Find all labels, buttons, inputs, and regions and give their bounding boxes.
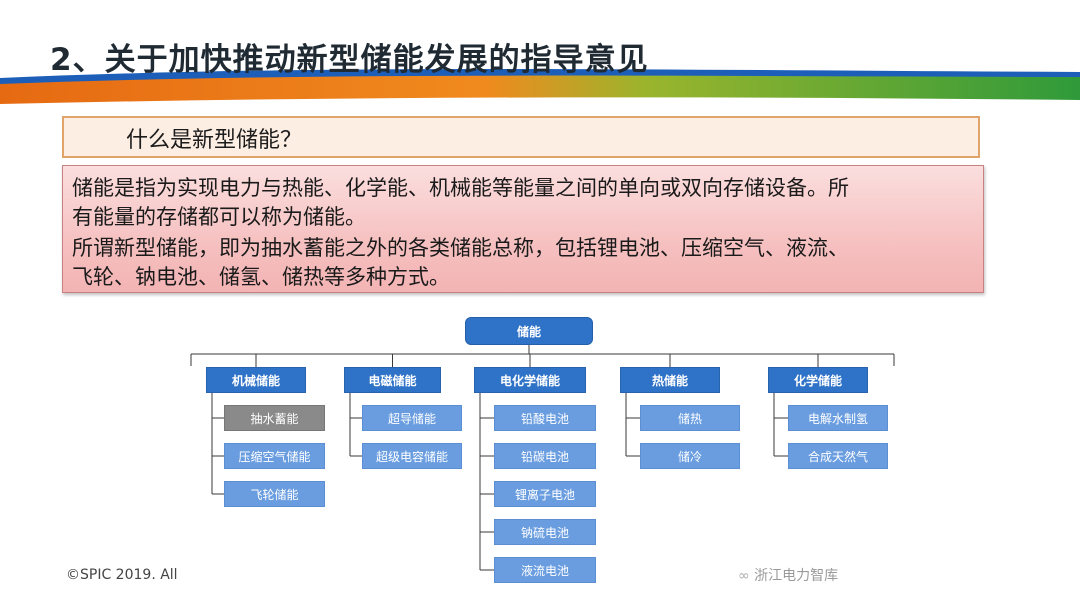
- watermark: ∞ 浙江电力智库: [738, 565, 838, 585]
- definition-line: 所谓新型储能，即为抽水蓄能之外的各类储能总称，包括锂电池、压缩空气、液流、: [72, 236, 849, 260]
- question-box: [62, 116, 980, 158]
- tree-leaf-node: 飞轮储能: [224, 481, 325, 507]
- definition-line: 储能是指为实现电力与热能、化学能、机械能等能量之间的单向或双向存储设备。所: [72, 176, 849, 200]
- tree-category-node: 电磁储能: [344, 367, 441, 393]
- definition-line: 有能量的存储都可以称为储能。: [72, 205, 366, 229]
- question-text: 什么是新型储能？: [126, 128, 303, 153]
- wechat-icon: ∞: [738, 568, 750, 584]
- copyright-footer: ©SPIC 2019. All: [66, 567, 178, 583]
- tree-leaf-node: 铅酸电池: [494, 405, 596, 431]
- tree-leaf-node: 铅碳电池: [494, 443, 596, 469]
- tree-leaf-node: 电解水制氢: [788, 405, 888, 431]
- watermark-text: 浙江电力智库: [754, 568, 839, 584]
- tree-leaf-node: 合成天然气: [788, 443, 888, 469]
- definition-line: 飞轮、钠电池、储氢、储热等多种方式。: [72, 265, 450, 289]
- page-title: 2、关于加快推动新型储能发展的指导意见: [50, 42, 649, 78]
- tree-leaf-node: 钠硫电池: [494, 519, 596, 545]
- tree-leaf-node: 压缩空气储能: [224, 443, 325, 469]
- tree-leaf-node: 锂离子电池: [494, 481, 596, 507]
- header-band: [0, 69, 1080, 104]
- tree-category-node: 热储能: [620, 367, 720, 393]
- tree-leaf-node: 超导储能: [362, 405, 462, 431]
- definition-box: [62, 165, 984, 293]
- tree-leaf-node: 抽水蓄能: [224, 405, 325, 431]
- tree-leaf-node: 储热: [640, 405, 740, 431]
- tree-category-node: 机械储能: [206, 367, 306, 393]
- tree-leaf-node: 储冷: [640, 443, 740, 469]
- tree-root-node: 储能: [465, 317, 593, 345]
- tree-category-node: 化学储能: [768, 367, 868, 393]
- tree-leaf-node: 超级电容储能: [362, 443, 462, 469]
- tree-leaf-node: 液流电池: [494, 557, 596, 583]
- tree-category-node: 电化学储能: [474, 367, 586, 393]
